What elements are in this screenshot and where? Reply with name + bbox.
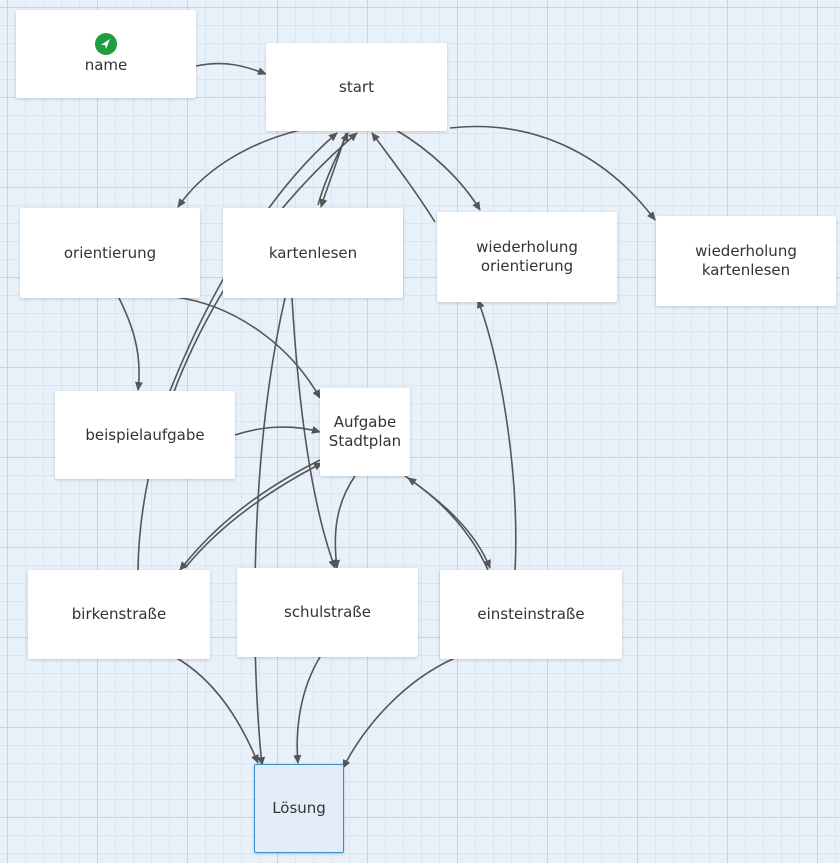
node-schulstrasse[interactable]: schulstraße <box>237 568 418 657</box>
edge-beispiel-aufgabe <box>234 425 321 436</box>
edge-schul-loesung <box>293 656 321 764</box>
node-orientierung[interactable]: orientierung <box>20 208 200 298</box>
node-loesung[interactable]: Lösung <box>254 764 344 853</box>
edge-einstein-wiederholung <box>476 299 517 573</box>
edge-name-start <box>195 62 267 75</box>
node-label: einsteinstraße <box>477 605 585 623</box>
node-label: birkenstraße <box>71 605 167 623</box>
node-label: beispielaufgabe <box>85 425 205 444</box>
node-wiederholung-kartenlesen[interactable]: wiederholung kartenlesen <box>656 216 836 306</box>
edge-birken-start <box>137 132 358 571</box>
edge-aufgabe-birken <box>179 459 321 571</box>
edge-aufgabe-schul <box>332 475 356 569</box>
start-flag-icon <box>95 33 117 55</box>
edge-kartenlesen-schul <box>291 297 336 569</box>
edge-einstein-loesung <box>342 657 456 769</box>
edge-orientierung-beispielaufgabe <box>117 295 143 391</box>
node-kartenlesen[interactable]: kartenlesen <box>223 208 403 298</box>
node-start[interactable]: start <box>266 43 447 131</box>
node-name[interactable]: name <box>16 10 196 98</box>
node-birkenstrasse[interactable]: birkenstraße <box>28 570 210 659</box>
edge-kartenlesen-start <box>317 132 349 206</box>
node-beispielaufgabe[interactable]: beispielaufgabe <box>55 391 235 479</box>
node-label: kartenlesen <box>268 243 358 262</box>
edge-wiederholung-orientierung-start <box>371 132 436 223</box>
edge-start-wiederholung-orientierung <box>395 129 481 211</box>
edge-birken-loesung <box>174 656 259 764</box>
edge-start-orientierung <box>177 129 301 208</box>
node-einsteinstrasse[interactable]: einsteinstraße <box>440 570 622 659</box>
node-label: wiederholung orientierung <box>476 238 578 275</box>
node-label: name <box>84 56 128 74</box>
node-aufgabe-stadtplan[interactable]: Aufgabe Stadtplan <box>320 388 410 476</box>
edge-orientierung-aufgabe <box>174 296 321 399</box>
node-label: start <box>339 77 374 96</box>
node-label: schulstraße <box>284 603 371 621</box>
node-label: wiederholung kartenlesen <box>695 242 797 279</box>
edge-start-wiederholung-kartenlesen <box>449 125 656 221</box>
node-label: Lösung <box>272 799 326 817</box>
node-label: orientierung <box>63 243 157 262</box>
edge-kartenlesen-loesung <box>253 297 286 766</box>
edge-aufgabe-einstein <box>404 475 491 569</box>
node-label: Aufgabe Stadtplan <box>328 413 402 450</box>
edge-birken-aufgabe <box>184 462 323 569</box>
node-wiederholung-orientierung[interactable]: wiederholung orientierung <box>437 212 617 302</box>
edge-einstein-aufgabe <box>407 477 489 571</box>
